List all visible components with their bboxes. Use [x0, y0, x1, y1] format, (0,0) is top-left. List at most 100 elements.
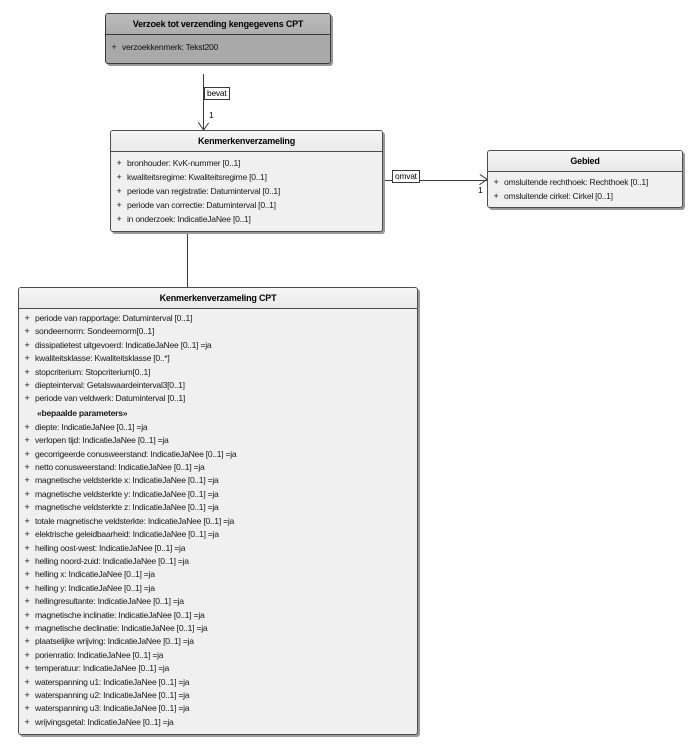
uml-attribute-row: + helling y: IndicatieJaNee [0..1] =ja — [19, 582, 417, 595]
connector-label-omvat: omvat — [392, 170, 420, 183]
uml-attribute-row: + magnetische veldsterkte z: IndicatieJa… — [19, 501, 417, 514]
uml-attribute-row: + porienratio: IndicatieJaNee [0..1] =ja — [19, 649, 417, 662]
attribute-text: periode van veldwerk: Datuminterval [0..… — [35, 393, 185, 404]
attribute-text: netto conusweerstand: IndicatieJaNee [0.… — [35, 462, 205, 473]
uml-class-name: Kenmerkenverzameling CPT — [19, 288, 417, 309]
uml-attribute-row: + dissipatietest uitgevoerd: IndicatieJa… — [19, 339, 417, 352]
uml-class-gebied[interactable]: Gebied + omsluitende rechthoek: Rechthoe… — [487, 150, 683, 208]
uml-stereotype-label: «bepaalde parameters» — [37, 407, 128, 418]
attribute-text: omsluitende cirkel: Cirkel [0..1] — [504, 191, 613, 201]
uml-class-verzoek-tot-verzending-kengegevens-cpt[interactable]: Verzoek tot verzending kengegevens CPT +… — [105, 13, 331, 64]
visibility-marker: + — [24, 488, 30, 499]
uml-attribute-row: + kwaliteitsklasse: Kwaliteitsklasse [0.… — [19, 352, 417, 365]
attribute-text: waterspanning u2: IndicatieJaNee [0..1] … — [35, 689, 190, 700]
uml-attribute-row: + periode van registratie: Datuminterval… — [111, 184, 382, 198]
visibility-marker: + — [493, 177, 499, 187]
attribute-text: gecorrigeerde conusweerstand: IndicatieJ… — [35, 448, 237, 459]
uml-attribute-row: + gecorrigeerde conusweerstand: Indicati… — [19, 448, 417, 461]
uml-attribute-row: + periode van veldwerk: Datuminterval [0… — [19, 392, 417, 405]
uml-attribute-row: + magnetische inclinatie: IndicatieJaNee… — [19, 609, 417, 622]
connector-multiplicity-bevat: 1 — [209, 110, 214, 120]
visibility-marker: + — [24, 353, 30, 364]
visibility-marker: + — [116, 158, 122, 168]
uml-attribute-row: + waterspanning u1: IndicatieJaNee [0..1… — [19, 676, 417, 689]
attribute-text: dissipatietest uitgevoerd: IndicatieJaNe… — [35, 339, 212, 350]
visibility-marker: + — [24, 435, 30, 446]
uml-attribute-row: + periode van rapportage: Datuminterval … — [19, 312, 417, 325]
uml-attribute-row: + diepteinterval: Getalswaardeinterval3[… — [19, 379, 417, 392]
attribute-text: hellingresultante: IndicatieJaNee [0..1]… — [35, 596, 184, 607]
attribute-text: omsluitende rechthoek: Rechthoek [0..1] — [504, 177, 649, 187]
visibility-marker: + — [24, 421, 30, 432]
uml-attribute-row: + waterspanning u2: IndicatieJaNee [0..1… — [19, 689, 417, 702]
attribute-text: helling oost-west: IndicatieJaNee [0..1]… — [35, 542, 186, 553]
attribute-text: helling noord-zuid: IndicatieJaNee [0..1… — [35, 555, 189, 566]
attribute-text: elektrische geleidbaarheid: IndicatieJaN… — [35, 529, 219, 540]
attribute-text: magnetische declinatie: IndicatieJaNee [… — [35, 622, 208, 633]
uml-attribute-row: + hellingresultante: IndicatieJaNee [0..… — [19, 595, 417, 608]
attribute-text: waterspanning u3: IndicatieJaNee [0..1] … — [35, 703, 190, 714]
connector-bevat-line — [203, 74, 204, 130]
uml-attribute-row: + plaatselijke wrijving: IndicatieJaNee … — [19, 635, 417, 648]
visibility-marker: + — [24, 609, 30, 620]
uml-attribute-row: + waterspanning u3: IndicatieJaNee [0..1… — [19, 702, 417, 715]
uml-attribute-row: + omsluitende rechthoek: Rechthoek [0..1… — [488, 175, 682, 189]
uml-attribute-row: + omsluitende cirkel: Cirkel [0..1] — [488, 189, 682, 203]
uml-attribute-compartment: + verzoekkenmerk: Tekst200 — [106, 35, 330, 63]
uml-attribute-row: + verlopen tijd: IndicatieJaNee [0..1] =… — [19, 434, 417, 447]
attribute-text: temperatuur: IndicatieJaNee [0..1] =ja — [35, 663, 170, 674]
uml-attribute-row: + magnetische declinatie: IndicatieJaNee… — [19, 622, 417, 635]
uml-attribute-row: + periode van correctie: Datuminterval [… — [111, 198, 382, 212]
visibility-marker: + — [24, 689, 30, 700]
uml-class-name: Kenmerkenverzameling — [111, 131, 382, 152]
attribute-text: plaatselijke wrijving: IndicatieJaNee [0… — [35, 636, 194, 647]
visibility-marker: + — [116, 200, 122, 210]
uml-class-kenmerkenverzameling-cpt[interactable]: Kenmerkenverzameling CPT + periode van r… — [18, 287, 418, 736]
visibility-marker: + — [24, 515, 30, 526]
uml-attribute-row: + kwaliteitsregime: Kwaliteitsregime [0.… — [111, 170, 382, 184]
uml-class-kenmerkenverzameling[interactable]: Kenmerkenverzameling + bronhouder: KvK-n… — [110, 130, 383, 232]
visibility-marker: + — [24, 649, 30, 660]
uml-attribute-row: + magnetische veldsterkte y: IndicatieJa… — [19, 488, 417, 501]
connector-generalization-line — [187, 231, 188, 287]
attribute-text: totale magnetische veldsterkte: Indicati… — [35, 515, 235, 526]
visibility-marker: + — [24, 569, 30, 580]
attribute-text: magnetische veldsterkte y: IndicatieJaNe… — [35, 488, 219, 499]
attribute-text: magnetische veldsterkte x: IndicatieJaNe… — [35, 475, 219, 486]
attribute-text: periode van correctie: Datuminterval [0.… — [127, 200, 276, 210]
attribute-text: periode van rapportage: Datuminterval [0… — [35, 313, 193, 323]
visibility-marker: + — [24, 366, 30, 377]
uml-class-name: Gebied — [488, 151, 682, 172]
attribute-text: waterspanning u1: IndicatieJaNee [0..1] … — [35, 676, 190, 687]
attribute-text: kwaliteitsklasse: Kwaliteitsklasse [0..*… — [35, 353, 170, 364]
visibility-marker: + — [24, 313, 30, 323]
visibility-marker: + — [24, 380, 30, 391]
visibility-marker: + — [24, 448, 30, 459]
connector-label-bevat: bevat — [204, 87, 230, 100]
uml-attribute-compartment: + bronhouder: KvK-nummer [0..1] + kwalit… — [111, 152, 382, 231]
visibility-marker: + — [24, 529, 30, 540]
visibility-marker: + — [24, 622, 30, 633]
visibility-marker: + — [24, 703, 30, 714]
attribute-text: porienratio: IndicatieJaNee [0..1] =ja — [35, 649, 164, 660]
attribute-text: wrijvingsgetal: IndicatieJaNee [0..1] =j… — [35, 716, 174, 727]
uml-attribute-row: + stopcriterium: Stopcriterium[0..1] — [19, 366, 417, 379]
attribute-text: periode van registratie: Datuminterval [… — [127, 186, 281, 196]
visibility-marker: + — [24, 475, 30, 486]
connector-multiplicity-omvat: 1 — [478, 185, 483, 195]
uml-attribute-row: + totale magnetische veldsterkte: Indica… — [19, 515, 417, 528]
visibility-marker: + — [24, 502, 30, 513]
uml-attribute-row: + magnetische veldsterkte x: IndicatieJa… — [19, 474, 417, 487]
attribute-text: stopcriterium: Stopcriterium[0..1] — [35, 366, 151, 377]
uml-attribute-row: + helling oost-west: IndicatieJaNee [0..… — [19, 542, 417, 555]
attribute-text: sondeernorm: Sondeernorm[0..1] — [35, 326, 155, 337]
attribute-text: verzoekkenmerk: Tekst200 — [122, 42, 219, 52]
uml-attribute-row: + temperatuur: IndicatieJaNee [0..1] =ja — [19, 662, 417, 675]
uml-attribute-row: + sondeernorm: Sondeernorm[0..1] — [19, 325, 417, 338]
uml-attribute-row: + diepte: IndicatieJaNee [0..1] =ja — [19, 421, 417, 434]
attribute-text: diepteinterval: Getalswaardeinterval3[0.… — [35, 380, 185, 391]
uml-attribute-row: + helling x: IndicatieJaNee [0..1] =ja — [19, 568, 417, 581]
visibility-marker: + — [24, 636, 30, 647]
uml-attribute-compartment: + omsluitende rechthoek: Rechthoek [0..1… — [488, 172, 682, 207]
